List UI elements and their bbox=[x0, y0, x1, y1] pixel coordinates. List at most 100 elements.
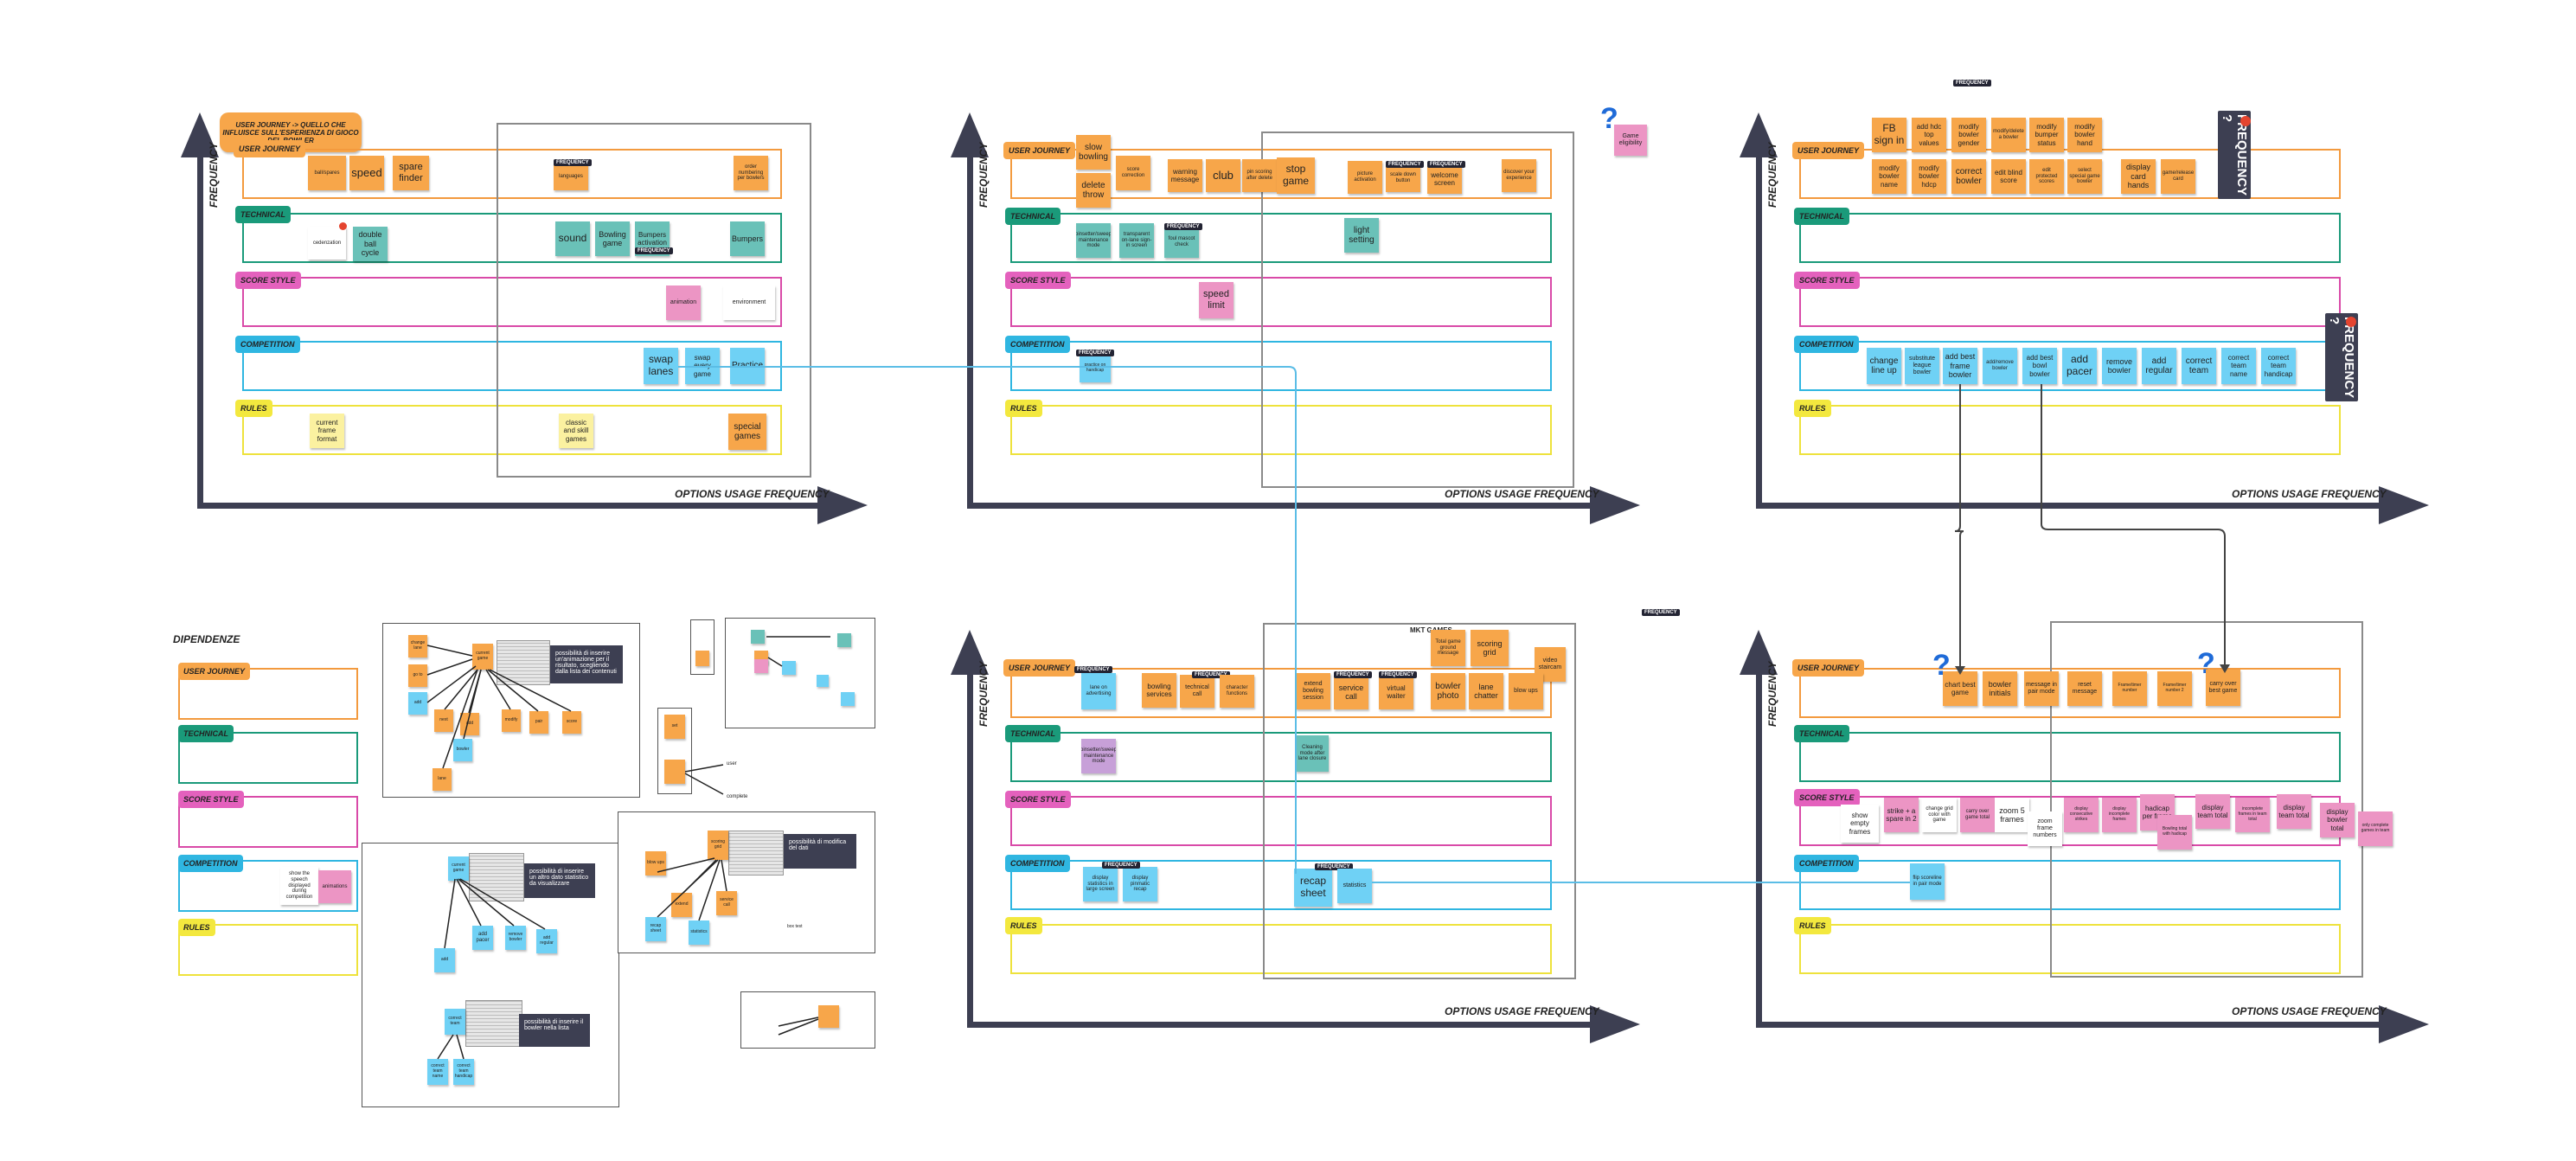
sticky-note[interactable]: add pacer bbox=[2062, 348, 2097, 384]
mindmap-node[interactable] bbox=[782, 661, 796, 675]
sticky-note[interactable]: discover your experience bbox=[1502, 159, 1536, 192]
sticky-note[interactable]: character functions bbox=[1220, 675, 1254, 708]
sticky-note[interactable]: chart best game bbox=[1943, 671, 1977, 706]
sticky-note[interactable]: Total game ground message bbox=[1431, 630, 1465, 666]
sticky-note[interactable]: environment bbox=[723, 285, 775, 320]
sticky-note[interactable]: message in pair mode bbox=[2024, 671, 2059, 706]
sticky-note[interactable]: add/remove bowler bbox=[1983, 348, 2017, 384]
sticky-note[interactable]: add best frame bowler bbox=[1943, 348, 1977, 384]
mindmap-node[interactable]: correct team bbox=[445, 1009, 465, 1035]
sticky-note[interactable]: carry over game total bbox=[1960, 798, 1995, 832]
mindmap-node[interactable] bbox=[817, 675, 829, 687]
sticky-note[interactable]: classic and skill games bbox=[559, 414, 593, 448]
sticky-note[interactable]: edit blind score bbox=[1991, 159, 2026, 194]
sticky-note[interactable]: delete throw bbox=[1076, 173, 1111, 208]
sticky-note[interactable]: Bowling total with hadicap bbox=[2157, 815, 2192, 850]
sticky-note[interactable]: display bowler total bbox=[2320, 803, 2355, 837]
sticky-note[interactable]: add regular bbox=[2142, 348, 2176, 384]
mindmap-node[interactable]: score bbox=[562, 711, 581, 734]
sticky-note[interactable]: spare finder bbox=[393, 156, 429, 190]
sticky-note[interactable]: only complete games in team bbox=[2358, 811, 2393, 846]
sticky-note[interactable]: order numbering per bowlers bbox=[734, 156, 768, 190]
mindmap-node[interactable] bbox=[664, 760, 685, 784]
sticky-note[interactable]: extend bowling session bbox=[1296, 673, 1330, 709]
sticky-note[interactable]: FB sign in bbox=[1872, 118, 1906, 152]
sticky-note[interactable]: animations bbox=[318, 870, 351, 903]
sticky-note[interactable]: Bumpers bbox=[730, 221, 765, 256]
sticky-note[interactable]: display statistics in large screen bbox=[1083, 867, 1118, 901]
sticky-note[interactable]: zoom frame numbers bbox=[2028, 811, 2062, 846]
mindmap-node[interactable] bbox=[695, 651, 709, 666]
sticky-note[interactable]: pinsetter/sweep maintenance mode bbox=[1076, 223, 1111, 258]
mindmap-node[interactable]: scoring grid bbox=[708, 831, 728, 860]
mindmap-node[interactable]: pair bbox=[529, 711, 548, 734]
sticky-note[interactable]: reset message bbox=[2067, 671, 2102, 706]
sticky-note[interactable]: display incomplete frames bbox=[2102, 798, 2137, 832]
sticky-note[interactable]: modify bumper status bbox=[2029, 118, 2064, 152]
sticky-note[interactable]: pin scoring after delete bbox=[1242, 159, 1277, 192]
sticky-note[interactable]: ball/spares bbox=[308, 156, 346, 190]
sticky-note[interactable]: lane on advertising bbox=[1081, 673, 1116, 709]
sticky-note[interactable]: modify bowler name bbox=[1872, 159, 1906, 194]
sticky-note[interactable]: show empty frames bbox=[1841, 805, 1879, 843]
mindmap-node[interactable]: add bbox=[408, 692, 427, 715]
sticky-note[interactable]: correct team bbox=[2182, 348, 2216, 384]
mindmap-node[interactable]: change lane bbox=[408, 635, 427, 657]
sticky-note[interactable]: stop game bbox=[1277, 157, 1315, 194]
sticky-note[interactable]: picture activation bbox=[1348, 161, 1382, 194]
sticky-note[interactable]: edit protected scores bbox=[2029, 159, 2064, 194]
sticky-note[interactable]: speed limit bbox=[1199, 282, 1234, 318]
sticky-note[interactable]: Game eligibility bbox=[1614, 125, 1647, 156]
sticky-note[interactable]: cedenzation bbox=[308, 227, 346, 260]
sticky-note[interactable]: foul mascot check bbox=[1164, 227, 1199, 258]
sticky-note[interactable]: technical call bbox=[1180, 675, 1214, 708]
sticky-note[interactable]: animation bbox=[666, 285, 701, 320]
sticky-note[interactable]: double ball cycle bbox=[353, 227, 388, 261]
sticky-note[interactable]: lane chatter bbox=[1469, 673, 1503, 709]
mindmap-node[interactable]: lane bbox=[433, 768, 452, 791]
mindmap-node[interactable] bbox=[841, 692, 855, 706]
mindmap-node[interactable]: service call bbox=[716, 891, 737, 915]
sticky-note[interactable]: add best bowl bowler bbox=[2022, 348, 2057, 384]
sticky-note[interactable]: game/release card bbox=[2161, 159, 2195, 194]
sticky-note[interactable]: sound bbox=[555, 221, 590, 256]
mindmap-node[interactable]: add bbox=[460, 713, 479, 735]
sticky-note[interactable]: Bowling game bbox=[595, 221, 630, 256]
mindmap-node[interactable]: blow ups bbox=[645, 851, 666, 876]
sticky-note[interactable]: recap sheet bbox=[1294, 869, 1332, 907]
sticky-note[interactable]: modify bowler hdcp bbox=[1912, 159, 1946, 194]
sticky-note[interactable]: transparent on-lane sign-in screen bbox=[1119, 223, 1154, 258]
sticky-note[interactable]: add hdc top values bbox=[1912, 118, 1946, 152]
sticky-note[interactable]: display team total bbox=[2277, 794, 2311, 829]
sticky-note[interactable]: current frame format bbox=[310, 414, 344, 448]
sticky-note[interactable]: change grid color with game bbox=[1922, 798, 1957, 832]
sticky-note[interactable]: substitute league bowler bbox=[1905, 348, 1939, 384]
sticky-note[interactable]: bowler initials bbox=[1983, 671, 2017, 706]
mindmap-node[interactable]: remove bowler bbox=[505, 926, 526, 950]
mindmap-node[interactable]: modify bbox=[502, 709, 521, 732]
sticky-note[interactable]: incomplete frames in team total bbox=[2235, 798, 2270, 832]
sticky-note[interactable]: light setting bbox=[1344, 218, 1379, 253]
sticky-note[interactable]: strike + a spare in 2 bbox=[1884, 798, 1919, 832]
sticky-note[interactable]: carry over best game bbox=[2206, 670, 2240, 706]
mindmap-node[interactable]: current game bbox=[448, 856, 469, 881]
sticky-note[interactable]: correct team name bbox=[2221, 348, 2256, 384]
sticky-note[interactable]: languages bbox=[554, 163, 588, 190]
sticky-note[interactable]: practice on handicap bbox=[1080, 355, 1111, 382]
mindmap-node[interactable] bbox=[837, 633, 851, 647]
mindmap-node[interactable]: bowler bbox=[453, 739, 472, 761]
sticky-note[interactable]: scale down button bbox=[1386, 164, 1420, 192]
sticky-note[interactable]: score correction bbox=[1116, 156, 1150, 190]
sticky-note[interactable]: remove bowler bbox=[2102, 348, 2137, 384]
sticky-note[interactable]: show the speech displayed during competi… bbox=[280, 867, 318, 905]
sticky-note[interactable]: Frame/timer number 2 bbox=[2157, 671, 2192, 706]
mindmap-node[interactable] bbox=[818, 1005, 839, 1028]
sticky-note[interactable]: speed bbox=[349, 156, 384, 190]
sticky-note[interactable]: display team total bbox=[2195, 794, 2230, 829]
sticky-note[interactable]: service call bbox=[1334, 675, 1368, 709]
sticky-note[interactable]: bowler photo bbox=[1431, 673, 1465, 709]
sticky-note[interactable]: select special game bowler bbox=[2067, 159, 2102, 194]
sticky-note[interactable]: pinsetter/sweep maintenance mode bbox=[1081, 739, 1116, 773]
mindmap-node[interactable]: add pacer bbox=[472, 926, 493, 950]
sticky-note[interactable]: warning message bbox=[1168, 159, 1202, 192]
